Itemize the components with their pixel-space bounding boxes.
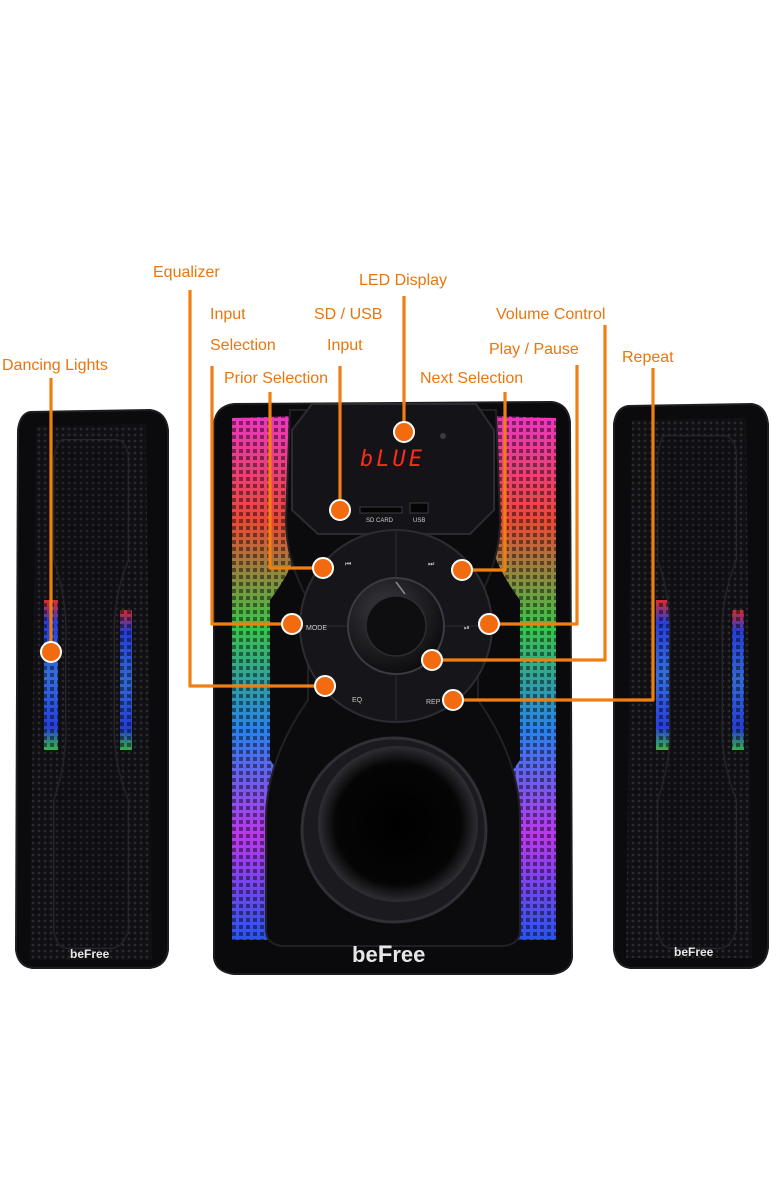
leader-next-selection	[462, 392, 507, 572]
label-play-pause: Play / Pause	[489, 341, 579, 358]
label-sd-usb-line2: Input	[327, 337, 363, 354]
label-input-line1: Input	[210, 306, 246, 323]
label-volume-control: Volume Control	[496, 306, 605, 323]
leader-repeat	[453, 368, 655, 702]
left-satellite-speaker: beFree	[14, 408, 169, 969]
sd-card-label: SD CARD	[366, 518, 394, 524]
dot-dancing-lights	[40, 641, 62, 663]
dot-sd-usb-input	[329, 499, 351, 521]
dot-play-pause	[478, 613, 500, 635]
usb-label: USB	[413, 518, 425, 524]
label-sd-usb-line1: SD / USB	[314, 306, 382, 323]
play-pause-icon[interactable]: ⏯	[464, 625, 470, 632]
label-dancing-lights: Dancing Lights	[2, 357, 108, 374]
dot-next-selection	[451, 559, 473, 581]
subwoofer-brand: beFree	[352, 941, 425, 968]
sd-card-slot[interactable]	[359, 506, 403, 514]
left-speaker-brand: beFree	[70, 947, 110, 961]
led-display-readout: bLUE	[360, 447, 425, 472]
next-track-icon[interactable]: ⏭	[428, 561, 435, 568]
label-prior-selection: Prior Selection	[224, 370, 328, 387]
callout-dots	[40, 421, 500, 711]
subwoofer: bLUE SD CARD USB ⏮ ⏭ ⏯ MODE EQ REP beFre…	[213, 400, 574, 975]
previous-track-icon[interactable]: ⏮	[345, 561, 351, 568]
dot-volume-control	[421, 649, 443, 671]
mode-button-label[interactable]: MODE	[306, 625, 327, 632]
dot-equalizer	[314, 675, 336, 697]
leader-lines	[49, 290, 655, 702]
right-speaker-brand: beFree	[674, 945, 714, 959]
usb-port[interactable]	[409, 502, 429, 514]
repeat-button-label[interactable]: REP	[426, 699, 441, 706]
dot-led-display	[393, 421, 415, 443]
eq-button-label[interactable]: EQ	[352, 697, 363, 704]
leader-play-pause	[489, 365, 579, 626]
bass-port	[318, 746, 478, 902]
dot-prior-selection	[312, 557, 334, 579]
label-equalizer: Equalizer	[153, 264, 220, 281]
label-led-display: LED Display	[359, 272, 447, 289]
label-next-selection: Next Selection	[420, 370, 523, 387]
dot-input-selection	[281, 613, 303, 635]
leader-input-selection	[210, 366, 292, 626]
leader-volume-control	[432, 325, 607, 662]
leader-prior-selection	[268, 392, 323, 570]
dot-repeat	[442, 689, 464, 711]
right-satellite-speaker: beFree	[613, 402, 769, 969]
label-input-line2: Selection	[210, 337, 276, 354]
label-repeat: Repeat	[622, 349, 674, 366]
callout-labels: Equalizer LED Display Input Selection SD…	[2, 264, 674, 387]
leader-equalizer	[188, 290, 325, 688]
